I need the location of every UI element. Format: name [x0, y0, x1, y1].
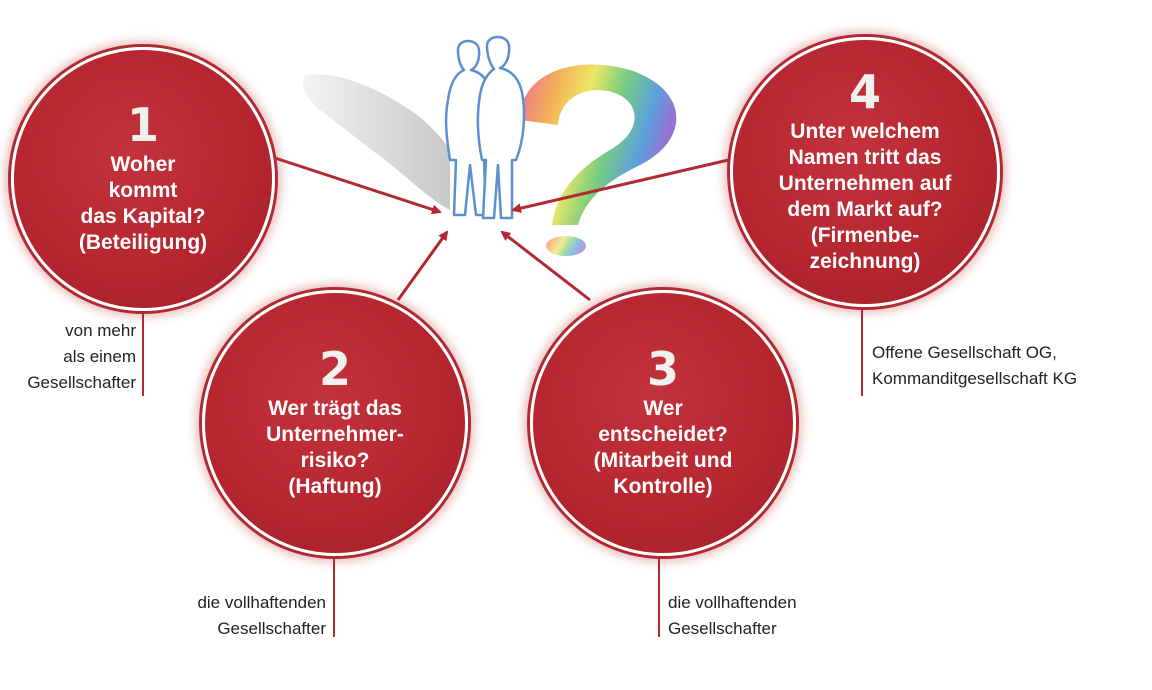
circle-3-question: Wer entscheidet? (Mitarbeit und Kontroll…: [593, 397, 733, 498]
circle-1-number: 1: [126, 98, 159, 152]
arrow-from-circle-2: [396, 230, 449, 301]
connector-line-2: [333, 557, 335, 637]
question-mark-graphic: [520, 64, 677, 256]
circle-3-number: 3: [646, 342, 679, 396]
circle-1-question: Woher kommt das Kapital? (Beteiligung): [78, 153, 208, 254]
circle-4-question: Unter welchem Namen tritt das Unternehme…: [778, 120, 952, 273]
arrow-from-circle-4: [511, 153, 751, 214]
connector-line-3: [658, 557, 660, 637]
circle-1: 1 Woher kommt das Kapital? (Beteiligung): [11, 47, 275, 311]
connector-line-4: [861, 308, 863, 396]
answer-2: die vollhaftenden Gesellschafter: [197, 593, 326, 638]
circle-2-question: Wer trägt das Unternehmer- risiko? (Haft…: [266, 397, 404, 498]
arrow-from-circle-1: [274, 156, 442, 215]
circle-4: 4 Unter welchem Namen tritt das Unterneh…: [730, 37, 1000, 307]
connector-line-1: [142, 312, 144, 396]
answer-1: von mehr als einem Gesellschafter: [27, 321, 136, 392]
people-shadow-graphic: [303, 74, 450, 210]
answer-3: die vollhaftenden Gesellschafter: [668, 593, 797, 638]
arrow-from-circle-3: [500, 230, 591, 302]
circle-4-number: 4: [848, 65, 881, 119]
circle-2: 2 Wer trägt das Unternehmer- risiko? (Ha…: [202, 290, 468, 556]
answer-4: Offene Gesellschaft OG, Kommanditgesells…: [872, 343, 1078, 388]
arrows: [274, 153, 751, 302]
people-figures-icon: [444, 35, 526, 220]
circle-3: 3 Wer entscheidet? (Mitarbeit und Kontro…: [530, 290, 796, 556]
circle-2-number: 2: [318, 342, 351, 396]
